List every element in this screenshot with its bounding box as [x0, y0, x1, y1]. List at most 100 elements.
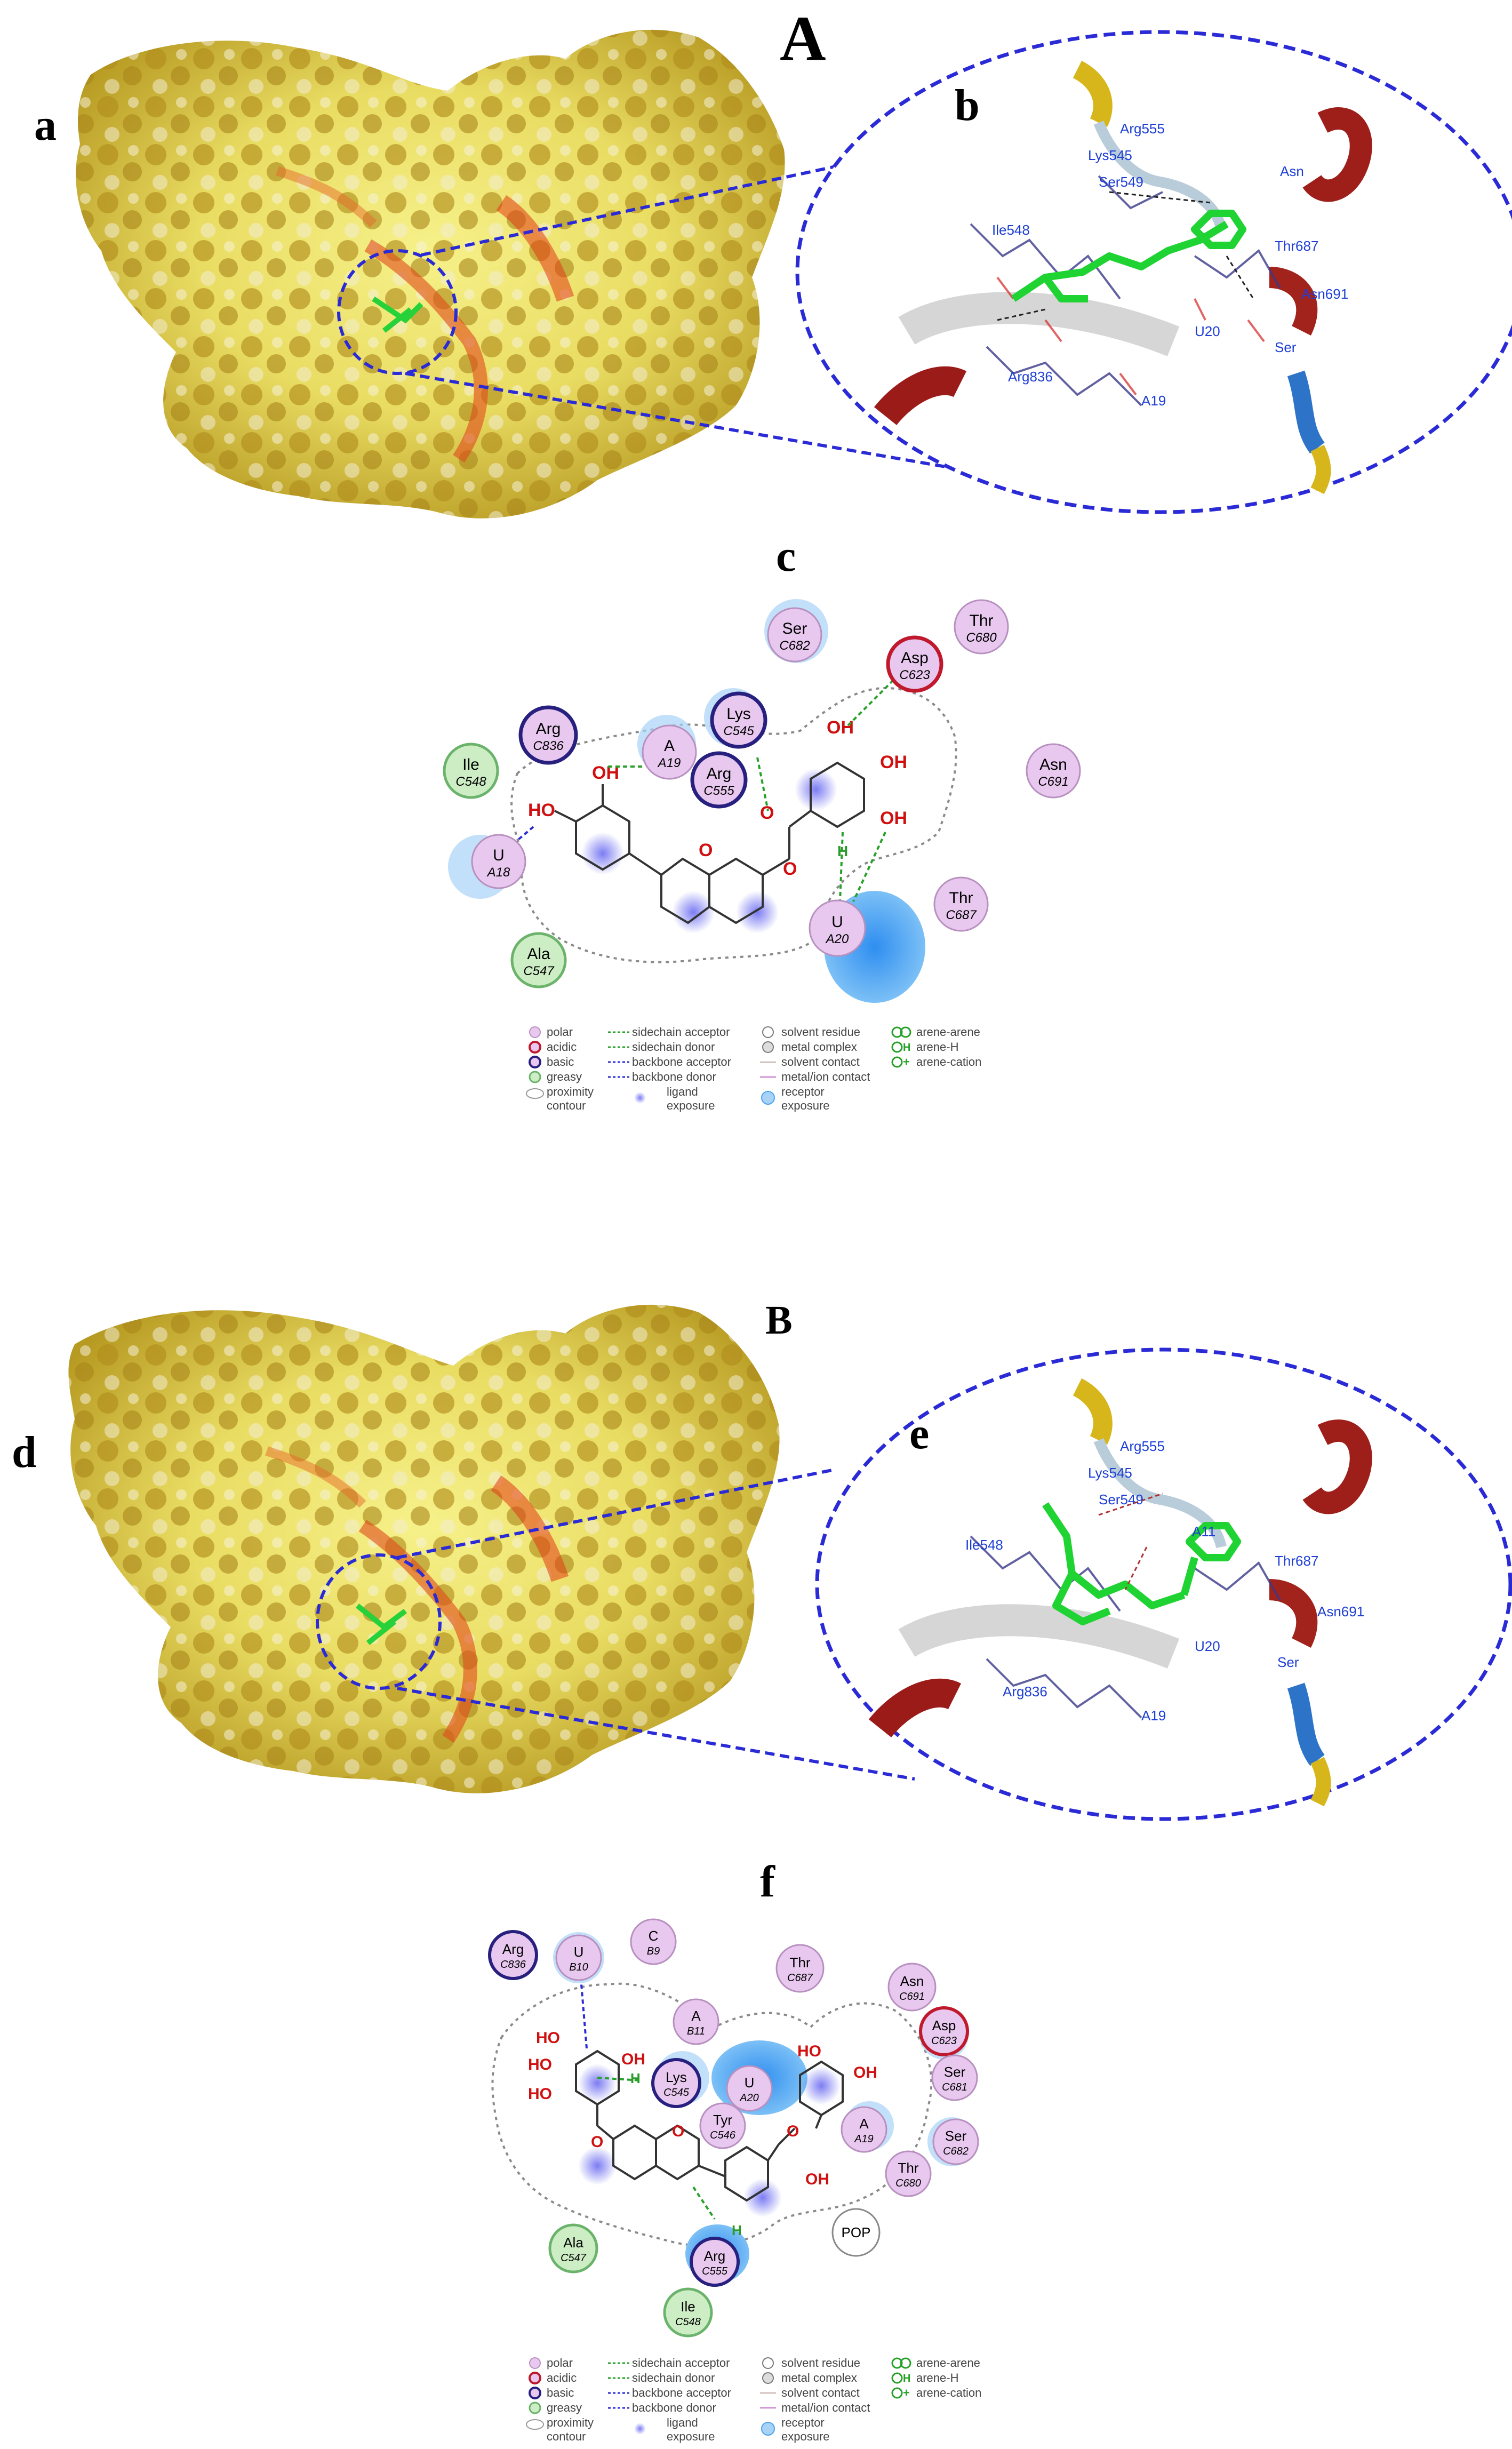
residue-bubble: Ile C548	[443, 743, 499, 799]
svg-text:Ala: Ala	[563, 2235, 583, 2251]
svg-text:Arg: Arg	[707, 765, 732, 783]
residue-bubble: U B10	[555, 1934, 602, 1981]
ligand-exposure	[672, 891, 715, 934]
legend-item: polar	[547, 1025, 573, 1039]
zoom-residue-label: A11	[1192, 1523, 1215, 1539]
panel-label-d: d	[12, 1427, 37, 1477]
legend-item: acidic	[547, 1040, 577, 1054]
residue-bubble: Ala C547	[510, 932, 567, 988]
legend-item: backbone donor	[632, 1070, 716, 1083]
svg-text:Asp: Asp	[932, 2017, 956, 2033]
svg-text:POP: POP	[842, 2224, 871, 2240]
svg-text:Ser: Ser	[782, 620, 807, 637]
atom-label: O	[699, 840, 713, 860]
residue-bubble: A A19	[642, 724, 697, 780]
ligand-exposure	[795, 768, 837, 811]
svg-text:U: U	[745, 2075, 755, 2091]
zoom-residue-label: Asn	[1280, 163, 1304, 179]
residue-bubble: Ser C682	[767, 607, 822, 663]
legend-f: polar acidic basic greasy proximity cont…	[526, 2356, 981, 2443]
zoom-residue-label: A19	[1141, 1708, 1166, 1724]
zoom-residue-label: Ile548	[992, 222, 1030, 238]
legend-item: solvent contact	[781, 1055, 860, 1068]
ribbon-red-mid	[1268, 267, 1318, 336]
legend-item: solvent residue	[781, 2356, 860, 2370]
zoom-residue-label: Ile548	[965, 1537, 1003, 1553]
svg-text:Asp: Asp	[901, 649, 929, 667]
svg-text:Lys: Lys	[726, 705, 751, 723]
atom-label: HO	[528, 2085, 552, 2103]
atom-label: O	[760, 803, 774, 823]
svg-text:B11: B11	[687, 2025, 705, 2037]
zoom-line-a-top	[421, 153, 891, 257]
atom-label: OH	[880, 808, 907, 828]
residue-bubble: Arg C555	[690, 2237, 740, 2287]
residue-bubble: Thr C687	[933, 876, 989, 932]
zoom-residue-label: Arg555	[1120, 121, 1165, 137]
svg-text:+: +	[903, 1055, 910, 1068]
legend-item: proximity	[547, 2416, 594, 2429]
legend-item: solvent contact	[781, 2386, 860, 2399]
residue-bubble: U A18	[471, 834, 526, 889]
svg-text:C687: C687	[946, 908, 977, 922]
atom-label: O	[783, 859, 797, 879]
svg-text:C691: C691	[899, 1991, 925, 2003]
svg-text:A19: A19	[854, 2133, 874, 2145]
legend-item: arene-H	[916, 2371, 958, 2384]
svg-text:H: H	[903, 2373, 910, 2384]
svg-text:C682: C682	[779, 639, 810, 653]
arene-h-marker: H	[732, 2222, 742, 2238]
residue-bubble: Thr C687	[775, 1944, 825, 1993]
svg-text:Thr: Thr	[790, 1955, 811, 1971]
zoom-ellipse-b	[795, 30, 1512, 514]
svg-text:Thr: Thr	[970, 612, 994, 629]
svg-text:Arg: Arg	[536, 720, 561, 738]
svg-text:A: A	[691, 2008, 701, 2024]
residue-bubble: Lys C545	[651, 2058, 701, 2108]
proximity-contour-c	[510, 687, 957, 963]
panel-f: f HO HO OH	[488, 1857, 981, 2443]
ligand-exposure	[802, 2067, 841, 2105]
svg-text:Arg: Arg	[704, 2248, 725, 2264]
svg-text:C547: C547	[561, 2252, 587, 2264]
protein-surface-a	[76, 29, 785, 518]
pop-bubble: POP	[831, 2208, 881, 2257]
binding-site-circle-a	[337, 249, 458, 375]
legend-item: greasy	[547, 1070, 582, 1083]
svg-text:C545: C545	[663, 2087, 690, 2099]
residue-bubble: Ser C681	[931, 2054, 978, 2101]
svg-text:C691: C691	[1038, 775, 1068, 789]
ligand-e	[1042, 1502, 1241, 1625]
residue-bubble: Lys C545	[710, 691, 767, 749]
legend-item: metal complex	[781, 2371, 857, 2384]
residue-bubble: Arg C836	[518, 705, 578, 765]
protein-surface-d	[68, 1304, 780, 1793]
residue-bubble: Asp C623	[919, 2006, 969, 2056]
svg-text:C547: C547	[523, 964, 555, 978]
residue-bubble: Ile C548	[663, 2287, 713, 2338]
svg-text:A: A	[664, 737, 675, 755]
legend-item: backbone acceptor	[632, 2386, 731, 2399]
legend-item: greasy	[547, 2401, 582, 2414]
svg-text:C555: C555	[702, 2265, 728, 2277]
svg-text:Asn: Asn	[900, 1973, 924, 1989]
legend-item: receptor	[781, 1085, 825, 1098]
svg-text:C680: C680	[895, 2177, 921, 2189]
legend-item: ligand	[667, 2416, 698, 2429]
atom-label: OH	[805, 2171, 829, 2188]
ligand-b	[1011, 210, 1246, 302]
svg-text:U: U	[493, 847, 505, 864]
zoom-residue-label: Ser	[1275, 339, 1297, 355]
svg-text:U: U	[574, 1944, 584, 1960]
svg-text:C680: C680	[966, 631, 997, 645]
svg-text:Ser: Ser	[944, 2064, 966, 2080]
atom-label: OH	[827, 717, 854, 738]
residue-bubbles-c: Ser C682 Thr C680 Asp C623 Arg C836 Lys	[443, 599, 1081, 988]
legend-item: exposure	[781, 1099, 830, 1112]
ribbon-red-left	[874, 366, 967, 426]
zoom-residue-label: U20	[1195, 1638, 1220, 1654]
svg-text:Ile: Ile	[462, 756, 479, 773]
atom-label: OH	[853, 2064, 877, 2081]
residue-bubble: C B9	[630, 1918, 677, 1965]
